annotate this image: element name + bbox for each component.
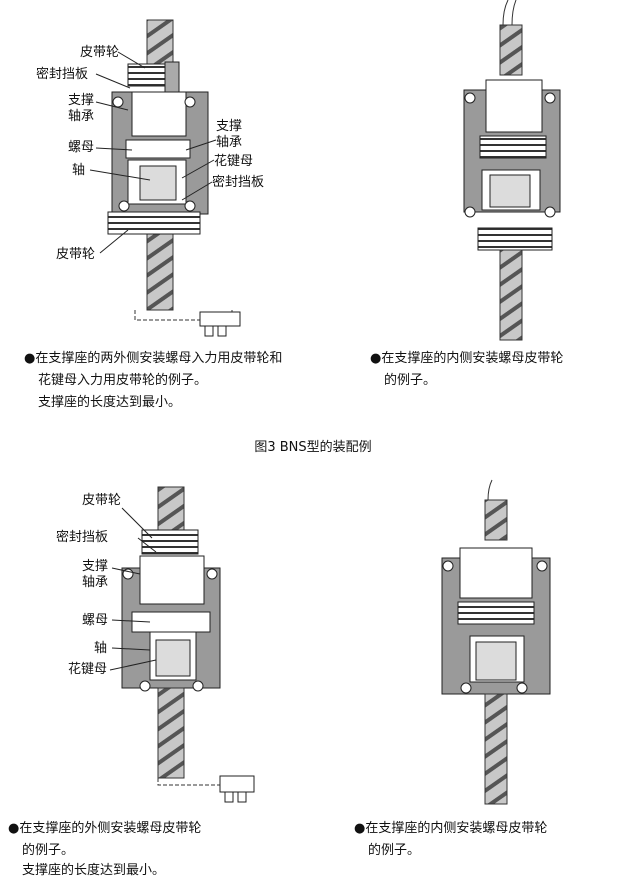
label-seal-plate: 密封挡板: [56, 530, 109, 545]
caption-top-right-line-2: 的例子。: [384, 373, 437, 388]
diagram-top-right: [463, 0, 561, 341]
label-nut: 螺母: [68, 140, 95, 155]
caption-bottom-right-line-2: 的例子。: [368, 843, 421, 858]
label-bearing-right: 轴承: [216, 135, 243, 150]
label-spline-nut: 花键母: [68, 662, 108, 677]
top-pulley: [141, 529, 199, 555]
label-shaft: 轴: [94, 641, 108, 656]
label-shaft: 轴: [72, 163, 86, 178]
caption-top-right-line-1: ●在支撑座的内侧安装螺母皮带轮: [370, 351, 564, 366]
caption-top-left-line-3: 支撑座的长度达到最小。: [38, 395, 182, 410]
label-support-right: 支撑: [216, 119, 243, 134]
diagram-top-left: [89, 19, 241, 337]
figure-title: 图3 BNS型的装配例: [254, 440, 372, 455]
label-belt-pulley-top: 皮带轮: [80, 45, 120, 60]
caption-top-left-line-2: 花键母入力用皮带轮的例子。: [38, 373, 208, 388]
label-support: 支撑: [68, 93, 95, 108]
caption-bottom-left-line-3: 支撑座的长度达到最小。: [22, 863, 166, 878]
label-belt-pulley-bottom: 皮带轮: [56, 247, 96, 262]
label-bearing: 轴承: [82, 575, 109, 590]
diagram-bottom-right: [441, 479, 551, 805]
caption-bottom-left-line-1: ●在支撑座的外侧安装螺母皮带轮: [8, 821, 202, 836]
label-nut: 螺母: [82, 613, 109, 628]
caption-bottom-right-line-1: ●在支撑座的内侧安装螺母皮带轮: [354, 821, 548, 836]
label-seal-plate-bottom: 密封挡板: [212, 175, 265, 190]
label-belt-pulley: 皮带轮: [82, 493, 122, 508]
label-support: 支撑: [82, 559, 109, 574]
shaft-screw: [146, 19, 174, 71]
bottom-pulley: [107, 211, 201, 235]
label-bearing: 轴承: [68, 109, 95, 124]
caption-top-left-line-1: ●在支撑座的两外侧安装螺母入力用皮带轮和: [24, 351, 283, 366]
label-seal-plate-top: 密封挡板: [36, 67, 89, 82]
label-spline-nut: 花键母: [214, 154, 254, 169]
caption-bottom-left-line-2: 的例子。: [22, 843, 75, 858]
diagram-bottom-left: [109, 486, 255, 803]
